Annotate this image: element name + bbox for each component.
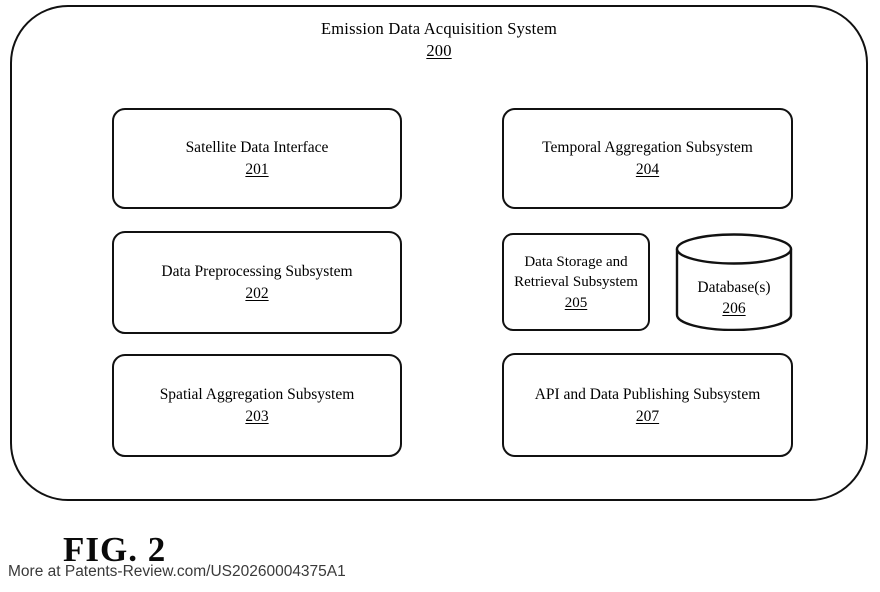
- node-data-preprocessing-subsystem: Data Preprocessing Subsystem 202: [112, 231, 402, 334]
- system-reference-number: 200: [426, 41, 452, 60]
- node-reference-number: 206: [722, 300, 746, 317]
- database-cylinder-icon: [674, 233, 794, 331]
- node-satellite-data-interface: Satellite Data Interface 201: [112, 108, 402, 209]
- node-reference-number: 204: [635, 161, 660, 178]
- node-reference-number: 203: [245, 408, 269, 425]
- node-reference-number: 201: [245, 161, 269, 178]
- node-label: Database(s): [697, 279, 771, 296]
- node-label: Data Preprocessing Subsystem: [161, 263, 353, 280]
- emission-data-acquisition-system-container: Emission Data Acquisition System 200 Sat…: [10, 5, 868, 501]
- node-label: API and Data Publishing Subsystem: [534, 385, 761, 403]
- watermark-text: More at Patents-Review.com/US20260004375…: [8, 563, 346, 580]
- node-reference-number: 205: [564, 294, 588, 311]
- node-spatial-aggregation-subsystem: Spatial Aggregation Subsystem 203: [112, 354, 402, 457]
- node-label: Data Storage and Retrieval Subsystem: [514, 253, 638, 290]
- node-reference-number: 207: [635, 407, 660, 425]
- node-api-and-data-publishing-subsystem: API and Data Publishing Subsystem 207: [502, 353, 793, 457]
- node-label: Satellite Data Interface: [185, 139, 329, 156]
- node-label: Temporal Aggregation Subsystem: [542, 139, 753, 156]
- node-data-storage-and-retrieval-subsystem: Data Storage and Retrieval Subsystem 205: [502, 233, 650, 331]
- database-text: Database(s) 206: [674, 277, 794, 319]
- node-label: Spatial Aggregation Subsystem: [159, 386, 355, 403]
- node-reference-number: 202: [245, 285, 269, 302]
- system-title: Emission Data Acquisition System 200: [12, 19, 866, 61]
- node-temporal-aggregation-subsystem: Temporal Aggregation Subsystem 204: [502, 108, 793, 209]
- node-database-cylinder: Database(s) 206: [674, 233, 794, 331]
- figure-caption: FIG. 2: [63, 530, 167, 569]
- system-title-label: Emission Data Acquisition System: [320, 19, 558, 38]
